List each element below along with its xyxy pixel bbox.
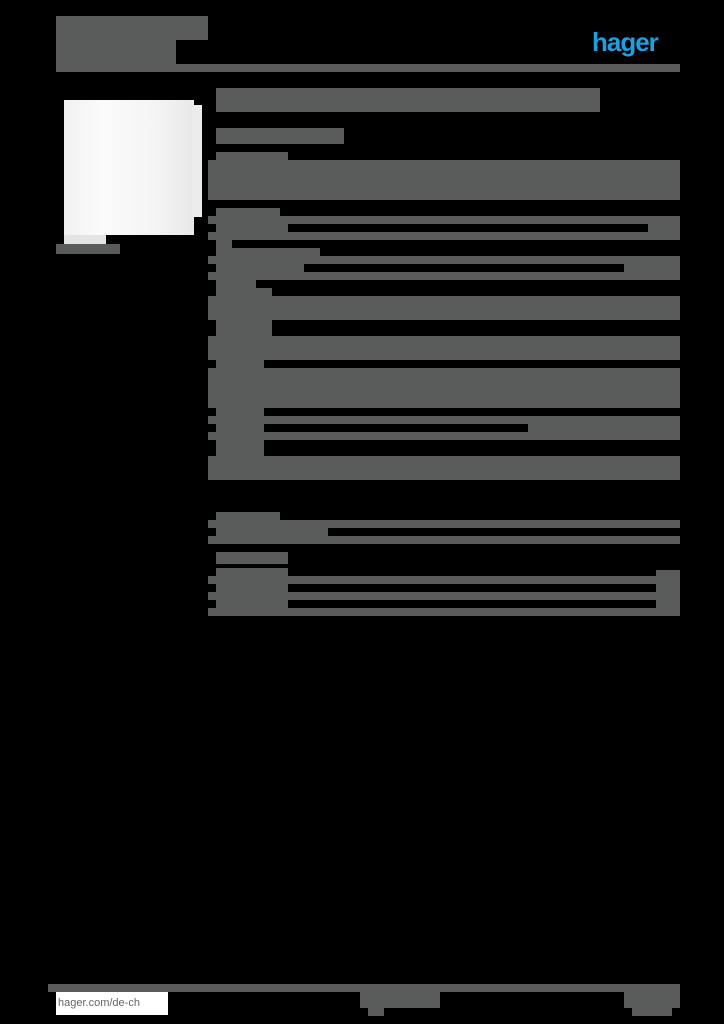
footer-rule	[48, 984, 680, 992]
header-title-line-1	[56, 16, 208, 40]
footer-page-info	[624, 992, 680, 1008]
brand-logo: hager	[592, 27, 659, 57]
section-3-row-5	[208, 432, 680, 440]
section-6-row-1	[208, 576, 680, 584]
header-title-line-2	[56, 40, 176, 64]
section-3-row-4	[208, 416, 680, 424]
section-2-row-3	[208, 256, 680, 264]
section-1-label	[216, 152, 288, 162]
header-rule	[56, 64, 680, 72]
product-image-foot	[64, 235, 106, 245]
section-2-row-1	[208, 216, 680, 224]
page-subtitle	[216, 128, 344, 144]
section-5-row-2	[208, 536, 680, 544]
section-3-key-1	[216, 288, 272, 336]
section-6-row-2	[208, 592, 680, 600]
section-6-row-3	[208, 608, 680, 616]
product-image-edge	[192, 105, 202, 217]
section-2-key-2b	[232, 248, 320, 256]
page-title	[216, 88, 600, 112]
product-image	[64, 100, 202, 245]
section-5-row-1	[208, 520, 680, 528]
section-3-row-2	[208, 336, 680, 360]
product-caption	[56, 244, 120, 254]
section-3-key-3	[216, 360, 264, 456]
section-3-row-3	[208, 368, 680, 408]
footer-meta-1	[360, 992, 440, 1008]
section-2-row-2	[208, 232, 680, 240]
section-6-label	[216, 552, 288, 564]
section-2-key-2	[216, 240, 232, 256]
section-4-row	[208, 456, 680, 480]
section-1-row	[208, 160, 680, 200]
section-5-label	[216, 512, 280, 522]
footer-meta-2	[368, 1008, 384, 1016]
footer-website-link[interactable]: hager.com/de-ch	[56, 992, 168, 1015]
footer-page-number	[632, 1008, 672, 1016]
section-2-row-4	[208, 272, 680, 280]
section-3-row-1	[208, 296, 680, 320]
